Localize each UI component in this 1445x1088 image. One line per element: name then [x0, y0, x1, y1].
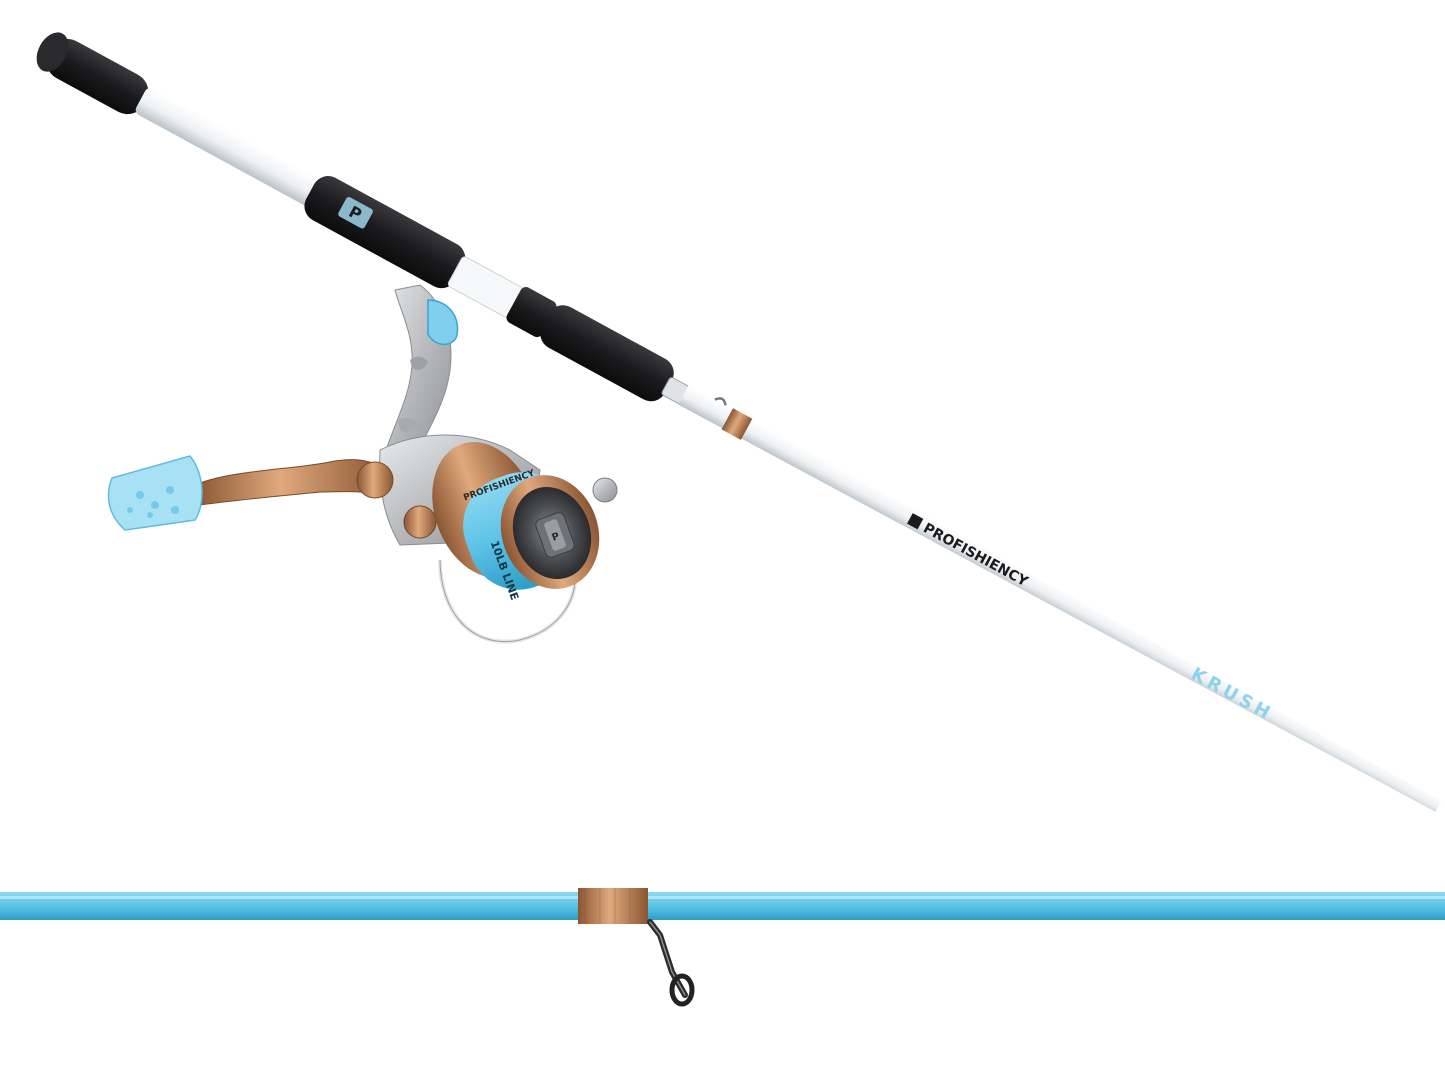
- rod-main-blank: [678, 385, 1442, 812]
- profishiency-p-logo-icon: P: [338, 196, 373, 229]
- tip-copper-thread-wrap: [578, 888, 648, 924]
- fore-grip-upper: P: [304, 176, 466, 289]
- upper-rod-section: P PROFISHIENCY KRUSH: [36, 32, 1442, 812]
- reel-handle-arm: [194, 459, 386, 506]
- svg-text:PROFISHIENCY: PROFISHIENCY: [921, 520, 1032, 590]
- butt-cap-grip: [36, 32, 149, 115]
- svg-text:P: P: [551, 531, 562, 544]
- reel-blue-trigger: [427, 299, 459, 346]
- copper-thread-wrap: [721, 408, 753, 440]
- rod-rear-blank: [135, 88, 322, 206]
- rod-model-label: KRUSH: [1187, 664, 1276, 726]
- reel-handle-knob: [107, 455, 203, 531]
- spinning-reel: 10LB LINE PROFISHIENCY P: [107, 284, 618, 644]
- lower-rod-section: [0, 888, 1445, 1007]
- line-guide-icon: [647, 919, 695, 1007]
- reel-drag-knob: [544, 519, 566, 551]
- fore-grip-lower: [540, 305, 674, 402]
